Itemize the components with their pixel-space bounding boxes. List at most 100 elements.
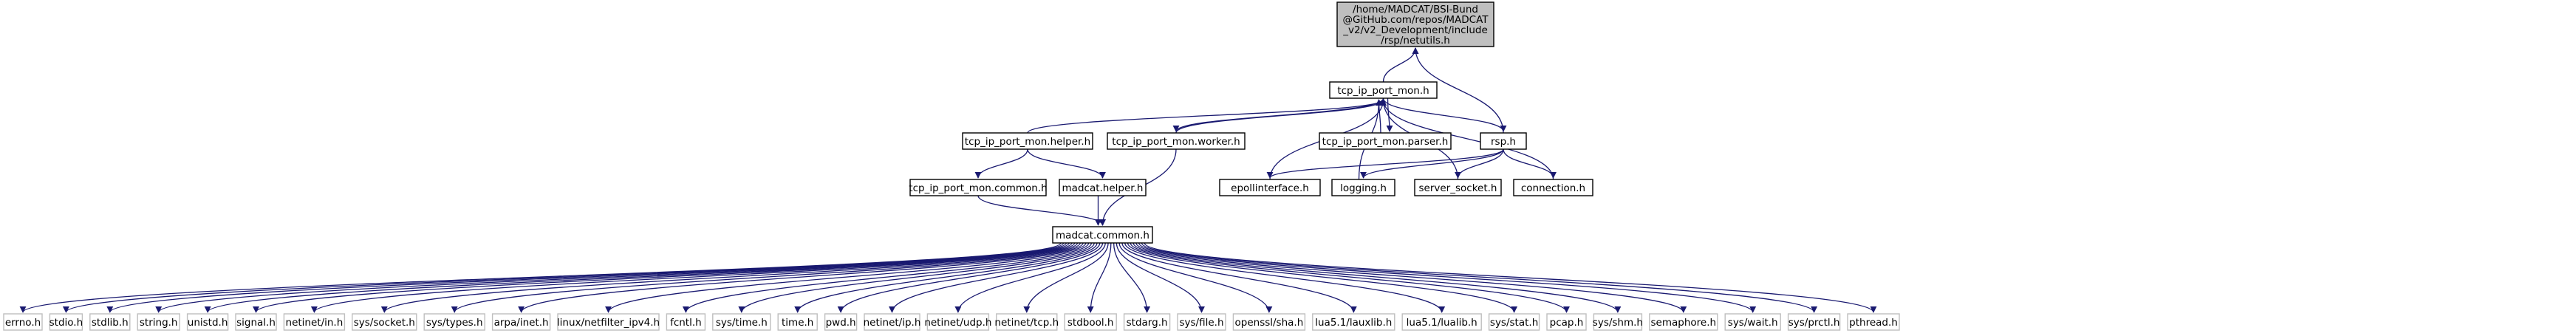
node-label: fcntl.h: [670, 317, 702, 329]
edge-madcat-common-to-sys-4: [204, 242, 1073, 313]
node-tcp-ip-port-mon-h[interactable]: tcp_ip_port_mon.h: [1329, 81, 1438, 99]
node-box: [909, 179, 1047, 196]
node-box: [962, 132, 1093, 150]
sys-node-27[interactable]: semaphore.h: [1649, 313, 1718, 331]
node-box: [1787, 313, 1841, 331]
edge-madcat-common-to-sys-1: [63, 242, 1065, 313]
node-label: sys/file.h: [1179, 317, 1223, 329]
sys-node-17[interactable]: netinet/tcp.h: [994, 313, 1059, 331]
edge-madcat-common-to-sys-19: [1113, 242, 1151, 313]
node-box: [666, 313, 706, 331]
node-epollinterface-h[interactable]: epollinterface.h: [1219, 179, 1321, 196]
node-box: [1649, 313, 1718, 331]
sys-node-15[interactable]: netinet/ip.h: [864, 313, 921, 331]
sys-node-11[interactable]: fcntl.h: [666, 313, 706, 331]
node-madcat-helper-h[interactable]: madcat.helper.h: [1059, 179, 1147, 196]
sys-node-25[interactable]: pcap.h: [1546, 313, 1587, 331]
focus-node-netutils-h[interactable]: /home/MADCAT/BSI-Bund @GitHub.com/repos/…: [1336, 1, 1494, 47]
node-tcp-ip-port-mon-helper-h[interactable]: tcp_ip_port_mon.helper.h: [962, 132, 1093, 150]
edge-madcat-common-to-sys-5: [253, 242, 1076, 313]
edge-madcat-common-to-sys-7: [380, 242, 1081, 313]
node-tcp-ip-port-mon-parser-h[interactable]: tcp_ip_port_mon.parser.h: [1319, 132, 1452, 150]
sys-node-23[interactable]: lua5.1/lualib.h: [1401, 313, 1482, 331]
node-box: [1319, 132, 1452, 150]
node-server-socket-h[interactable]: server_socket.h: [1414, 179, 1502, 196]
sys-node-22[interactable]: lua5.1/lauxlib.h: [1312, 313, 1395, 331]
node-label: linux/netfilter_ipv4.h: [557, 317, 660, 329]
edge-madcat-common-to-sys-30: [1144, 242, 1877, 313]
sys-node-14[interactable]: pwd.h: [824, 313, 858, 331]
edge-helper_h-to-tcp_ip_port_mon_h: [1027, 99, 1387, 134]
node-box: [3, 313, 43, 331]
edge-madcat-common-to-sys-0: [19, 242, 1062, 313]
sys-node-13[interactable]: time.h: [777, 313, 818, 331]
node-box: [1059, 179, 1147, 196]
sys-node-16[interactable]: netinet/udp.h: [924, 313, 991, 331]
sys-node-3[interactable]: string.h: [137, 313, 180, 331]
sys-node-5[interactable]: signal.h: [235, 313, 277, 331]
node-label: sys/shm.h: [1593, 317, 1643, 329]
sys-node-28[interactable]: sys/wait.h: [1724, 313, 1781, 331]
node-label: server_socket.h: [1419, 182, 1497, 194]
node-box: [824, 313, 858, 331]
node-label: time.h: [782, 317, 813, 329]
node-label: logging.h: [1340, 182, 1387, 194]
sys-node-2[interactable]: stdlib.h: [89, 313, 131, 331]
sys-node-4[interactable]: unistd.h: [186, 313, 229, 331]
node-label: tcp_ip_port_mon.helper.h: [965, 136, 1090, 148]
edge-helper_h-to-madcat_helper_h: [1027, 148, 1106, 179]
edge-tcp_ip_port_mon_h-to-focus: [1382, 47, 1419, 83]
sys-node-20[interactable]: sys/file.h: [1177, 313, 1226, 331]
node-label: openssl/sha.h: [1235, 317, 1304, 329]
node-logging-h[interactable]: logging.h: [1331, 179, 1395, 196]
sys-node-18[interactable]: stdbool.h: [1064, 313, 1117, 331]
system-headers-row: errno.h stdio.h stdlib.h string.h unistd…: [3, 313, 1900, 331]
sys-node-9[interactable]: arpa/inet.h: [491, 313, 551, 331]
node-rsp-h[interactable]: rsp.h: [1480, 132, 1527, 150]
node-box: [1488, 313, 1540, 331]
edge-common_h-to-madcat_common_h: [977, 195, 1106, 226]
node-tcp-ip-port-mon-common-h[interactable]: tcp_ip_port_mon.common.h: [909, 179, 1048, 196]
edge-rsp_h-to-focus: [1412, 47, 1504, 134]
sys-node-6[interactable]: netinet/in.h: [283, 313, 346, 331]
sys-node-12[interactable]: sys/time.h: [712, 313, 771, 331]
sys-node-7[interactable]: sys/socket.h: [352, 313, 417, 331]
edge-madcat-common-to-sys-21: [1118, 242, 1273, 313]
node-label: tcp_ip_port_mon.parser.h: [1322, 136, 1449, 148]
node-box: [1177, 313, 1226, 331]
focus-node-line-2: @GitHub.com/repos/MADCAT: [1342, 14, 1489, 26]
edge-madcat-common-to-sys-15: [889, 242, 1104, 313]
focus-node-line-4: /rsp/netutils.h: [1381, 35, 1450, 47]
edge-madcat-common-to-sys-2: [106, 242, 1067, 313]
sys-node-21[interactable]: openssl/sha.h: [1232, 313, 1306, 331]
sys-node-26[interactable]: sys/shm.h: [1593, 313, 1643, 331]
focus-node-line-3: _v2/v2_Development/include: [1342, 24, 1488, 36]
sys-node-30[interactable]: pthread.h: [1847, 313, 1900, 331]
edge-madcat-common-to-sys-25: [1130, 242, 1570, 313]
sys-node-8[interactable]: sys/types.h: [423, 313, 485, 331]
node-connection-h[interactable]: connection.h: [1513, 179, 1593, 196]
node-tcp-ip-port-mon-worker-h[interactable]: tcp_ip_port_mon.worker.h: [1107, 132, 1246, 150]
node-label: connection.h: [1521, 182, 1585, 194]
node-madcat-common-h[interactable]: madcat.common.h: [1052, 226, 1153, 244]
sys-node-29[interactable]: sys/prctl.h: [1787, 313, 1841, 331]
edge-madcat-common-to-sys-11: [683, 242, 1093, 313]
node-box: [712, 313, 771, 331]
node-box: [557, 313, 660, 331]
node-box: [1724, 313, 1781, 331]
edge-madcat-common-to-sys-22: [1121, 242, 1357, 313]
node-label: stdio.h: [49, 317, 83, 329]
node-box: [777, 313, 818, 331]
node-box: [1331, 179, 1395, 196]
sys-node-24[interactable]: sys/stat.h: [1488, 313, 1540, 331]
node-box: [1232, 313, 1306, 331]
sys-node-10[interactable]: linux/netfilter_ipv4.h: [557, 313, 660, 331]
sys-node-19[interactable]: stdarg.h: [1123, 313, 1171, 331]
edge-madcat-common-to-sys-17: [1023, 242, 1109, 313]
node-label: arpa/inet.h: [494, 317, 549, 329]
edge-madcat-common-to-sys-28: [1138, 242, 1757, 313]
edge-madcat-common-to-sys-8: [451, 242, 1084, 313]
edge-rsp_h-to-server_socket_h: [1455, 148, 1504, 179]
sys-node-1[interactable]: stdio.h: [49, 313, 83, 331]
sys-node-0[interactable]: errno.h: [3, 313, 43, 331]
